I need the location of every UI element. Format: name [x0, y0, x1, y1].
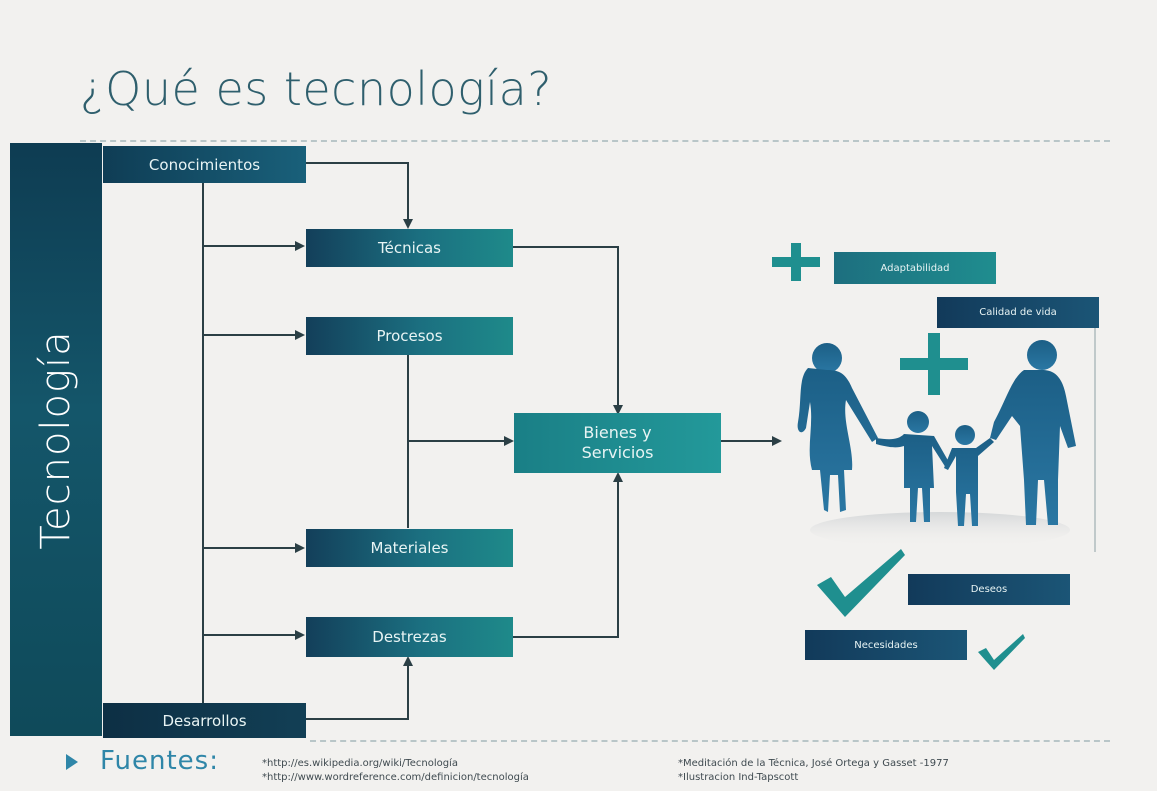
source-desarrollos: Desarrollos [103, 703, 306, 738]
input-destrezas: Destrezas [306, 617, 513, 657]
benefit-deseos: Deseos [908, 574, 1070, 605]
procesos-label: Procesos [376, 327, 443, 345]
play-arrow-icon [66, 754, 78, 770]
bienes-servicios-label: Bienes y Servicios [581, 423, 654, 462]
slide-title: ¿Qué es tecnología? [80, 62, 553, 116]
necesidades-label: Necesidades [854, 639, 918, 651]
plus-icon [900, 333, 968, 395]
destrezas-label: Destrezas [372, 628, 447, 646]
check-icon [817, 549, 905, 617]
desarrollos-label: Desarrollos [162, 711, 247, 730]
deseos-label: Deseos [970, 584, 1008, 595]
source-ref-3: *Meditación de la Técnica, José Ortega y… [678, 758, 949, 769]
materiales-label: Materiales [370, 539, 449, 557]
sidebar-panel [10, 143, 102, 736]
conocimientos-label: Conocimientos [148, 155, 261, 174]
input-tecnicas: Técnicas [306, 229, 513, 267]
calidad-vida-label: Calidad de vida [979, 307, 1057, 318]
source-link-1[interactable]: *http://es.wikipedia.org/wiki/Tecnología [262, 758, 458, 769]
benefit-adaptabilidad: Adaptabilidad [834, 252, 996, 284]
source-link-2[interactable]: *http://www.wordreference.com/definicion… [262, 772, 529, 783]
output-bienes-servicios: Bienes y Servicios [514, 413, 721, 473]
benefit-calidad-vida: Calidad de vida [937, 297, 1099, 328]
title-divider [80, 140, 1110, 142]
check-icon [978, 634, 1025, 670]
tecnicas-label: Técnicas [377, 239, 442, 257]
sources-heading: Fuentes: [100, 746, 219, 776]
input-materiales: Materiales [306, 529, 513, 567]
input-procesos: Procesos [306, 317, 513, 355]
source-conocimientos: Conocimientos [103, 146, 306, 183]
family-silhouette-icon [797, 340, 1076, 548]
plus-icon [772, 243, 820, 281]
benefit-necesidades: Necesidades [805, 630, 967, 660]
adaptabilidad-label: Adaptabilidad [880, 262, 950, 274]
footer-divider [310, 740, 1110, 742]
source-ref-4: *Ilustracion Ind-Tapscott [678, 772, 799, 783]
